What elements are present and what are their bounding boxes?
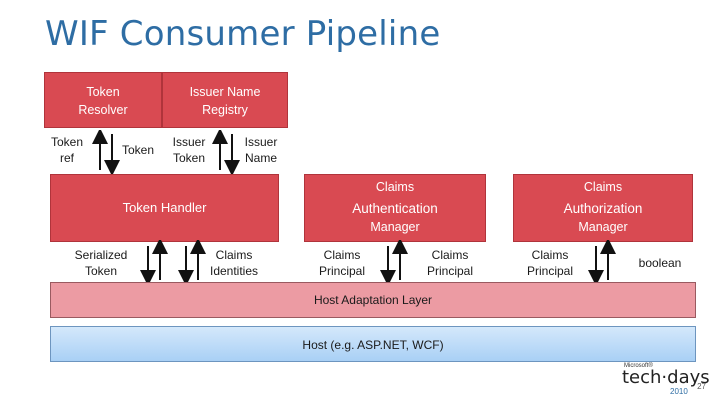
techdays-year: 2010 [670, 387, 688, 396]
token-top-label: Token [121, 143, 155, 157]
token-handler-right-arrows [178, 240, 206, 284]
claims-identities-label: Claims Identities [209, 248, 259, 278]
token-ref-label: Token ref [50, 135, 84, 165]
host-adaptation-layer: Host Adaptation Layer [50, 282, 696, 318]
slide-number: 27 [697, 382, 706, 391]
authorization-claims-label: Claims [583, 180, 623, 194]
techdays-brand: tech·days [622, 367, 710, 388]
host-layer: Host (e.g. ASP.NET, WCF) [50, 326, 696, 362]
token-resolver-label: Token Resolver [78, 85, 128, 117]
techdays-logo: Microsoft® tech·days 2010 [616, 363, 710, 399]
authentication-claims-label: Claims [375, 180, 415, 194]
issuer-token-label: Issuer Token [172, 135, 206, 165]
token-resolver-arrows [92, 130, 120, 174]
token-handler-left-arrows [140, 240, 168, 284]
authorization-label: Authorization [563, 201, 643, 216]
authentication-manager-box: Claims Authentication Manager [304, 174, 486, 242]
slide-title: WIF Consumer Pipeline [45, 14, 441, 54]
authentication-manager-label: Manager [370, 220, 420, 234]
authorization-manager-box: Claims Authorization Manager [513, 174, 693, 242]
token-handler-box: Token Handler [50, 174, 279, 242]
issuer-registry-arrows [212, 130, 240, 174]
host-adaptation-layer-label: Host Adaptation Layer [313, 293, 433, 307]
serialized-token-label: Serialized Token [74, 248, 128, 278]
authorization-arrows [588, 240, 616, 284]
claims-principal-label-1: Claims Principal [318, 248, 366, 278]
authentication-arrows [380, 240, 408, 284]
issuer-name-registry-box: Issuer Name Registry [162, 72, 288, 128]
authorization-manager-label: Manager [578, 220, 628, 234]
issuer-name-registry-label: Issuer Name Registry [189, 85, 261, 117]
token-handler-label: Token Handler [122, 200, 207, 215]
token-resolver-box: Token Resolver [44, 72, 162, 128]
claims-principal-label-2: Claims Principal [426, 248, 474, 278]
microsoft-logo-text: Microsoft® [624, 363, 653, 369]
issuer-name-label: Issuer Name [244, 135, 278, 165]
authentication-label: Authentication [352, 201, 438, 216]
claims-principal-label-3: Claims Principal [526, 248, 574, 278]
boolean-label: boolean [638, 256, 682, 270]
host-layer-label: Host (e.g. ASP.NET, WCF) [302, 338, 444, 352]
